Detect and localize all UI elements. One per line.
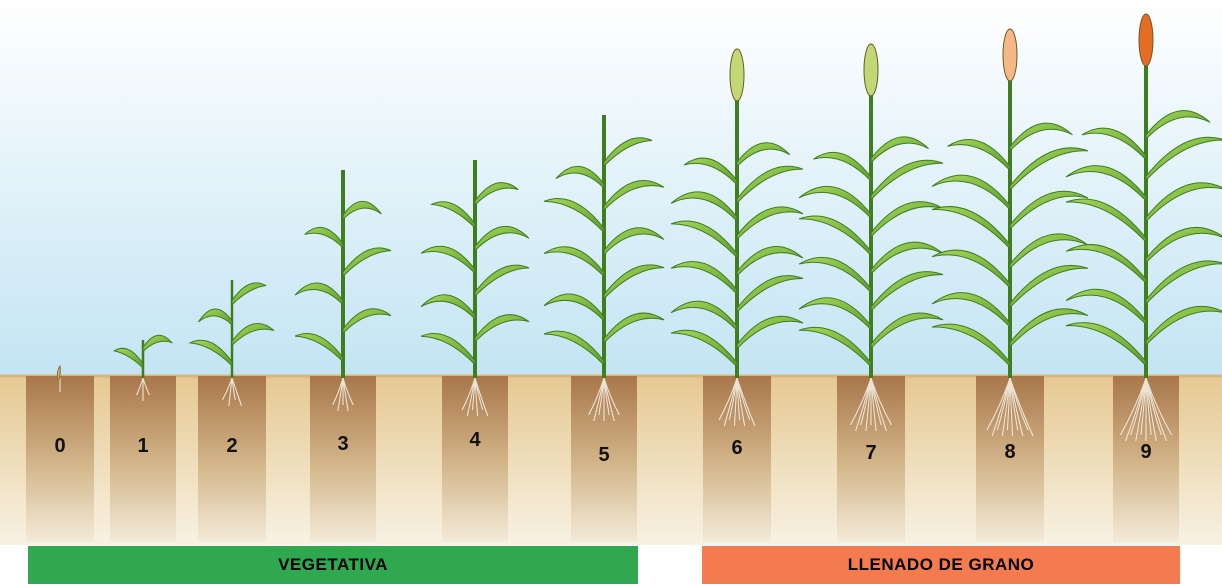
- stage-number-label: 1: [137, 435, 148, 457]
- stage-number-label: 2: [226, 435, 237, 457]
- stage-number-label: 0: [54, 435, 65, 457]
- soil-column: [26, 376, 94, 542]
- stage-number-label: 8: [1004, 441, 1015, 463]
- stage-number-label: 7: [865, 442, 876, 464]
- stage-number-label: 5: [598, 444, 609, 466]
- soil-column: [442, 376, 508, 542]
- grain-fill-phase-bar: LLENADO DE GRANO: [702, 546, 1180, 584]
- soil-column: [198, 376, 266, 542]
- stage-number-label: 6: [731, 437, 742, 459]
- soil-column: [703, 376, 771, 542]
- vegetative-phase-bar: VEGETATIVA: [28, 546, 638, 584]
- vegetative-phase-label: VEGETATIVA: [278, 555, 388, 575]
- grain-fill-phase-label: LLENADO DE GRANO: [848, 555, 1035, 575]
- stage-number-label: 3: [337, 433, 348, 455]
- stage-number-label: 4: [469, 429, 481, 451]
- stage-number-label: 9: [1140, 441, 1151, 463]
